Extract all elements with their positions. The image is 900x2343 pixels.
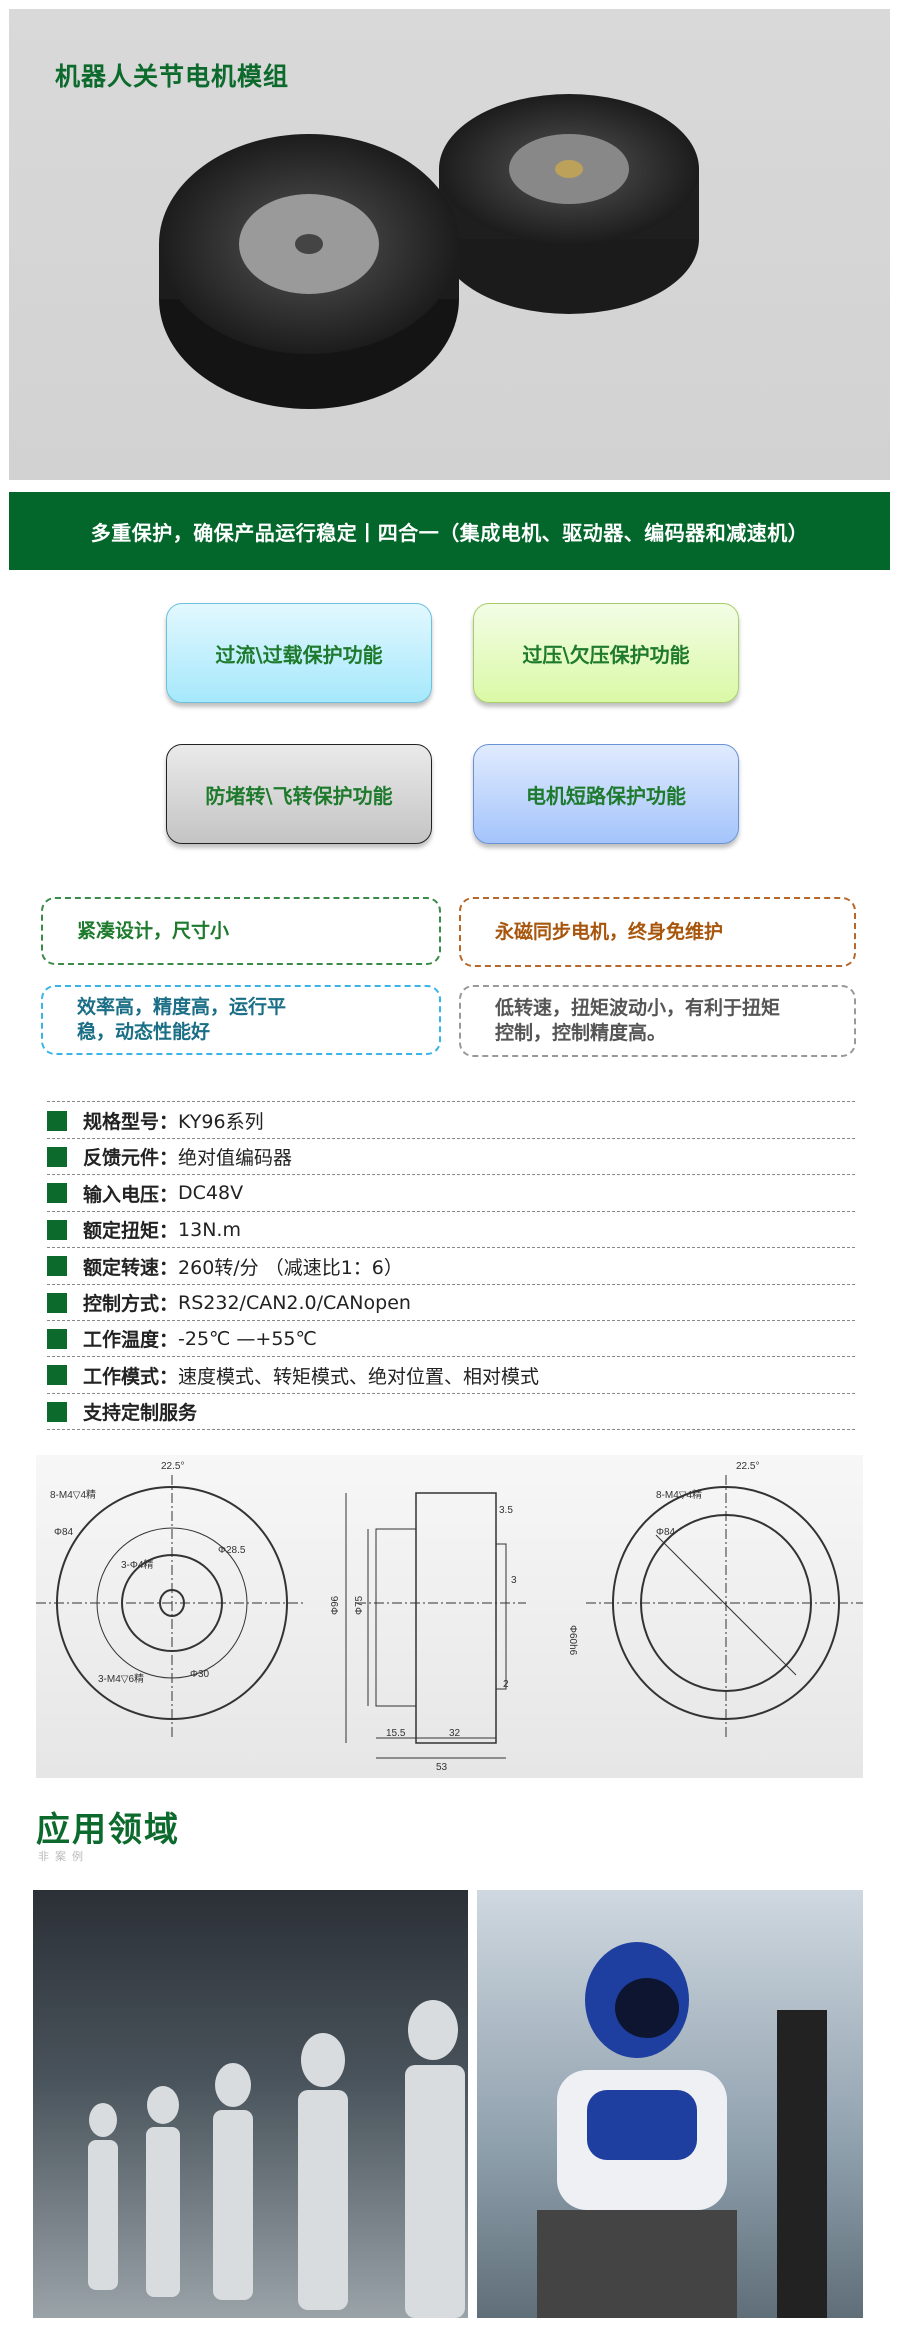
spec-row: 支持定制服务: [47, 1394, 855, 1431]
spec-value: KY96系列: [178, 1111, 264, 1133]
protection-label: 过流\过载保护功能: [215, 642, 383, 667]
section-subtitle: 非案例: [38, 1850, 89, 1863]
dim-d84-front: Φ84: [54, 1527, 74, 1538]
service-robot-photo: [477, 1890, 863, 2318]
spec-divider: [47, 1101, 855, 1102]
spec-value: 13N.m: [178, 1218, 241, 1241]
bullet-square-icon: [47, 1328, 67, 1349]
protection-overcurrent: 过流\过载保护功能: [166, 603, 432, 703]
dim-3holes: 3-Φ4精: [121, 1558, 153, 1571]
spec-row: 额定转速：260转/分 （减速比1：6）: [47, 1249, 855, 1285]
side-view: [345, 1492, 526, 1759]
protection-overvoltage: 过压\欠压保护功能: [473, 603, 739, 703]
dim-32: 32: [449, 1728, 461, 1739]
dim-d30: Φ30: [190, 1669, 210, 1680]
motor-image: [159, 94, 699, 409]
dim-2: 2: [503, 1679, 509, 1690]
dim-angle-front: 22.5°: [161, 1461, 184, 1472]
motor-back: [439, 94, 699, 314]
spec-key: 反馈元件：: [83, 1147, 179, 1170]
dim-d60: Φ60h6: [567, 1625, 578, 1656]
bullet-square-icon: [47, 1219, 67, 1240]
dim-d96: Φ96: [330, 1595, 341, 1615]
dim-angle-back: 22.5°: [736, 1461, 759, 1472]
spec-value: -25℃ —+55℃: [178, 1327, 317, 1350]
dim-holes-front: 8-M4▽4精: [50, 1488, 96, 1501]
protection-label: 防堵转\飞转保护功能: [205, 783, 393, 808]
spec-row: 输入电压：DC48V: [47, 1176, 855, 1212]
dim-d28: Φ28.5: [218, 1545, 246, 1556]
spec-row: 规格型号：KY96系列: [47, 1103, 855, 1139]
spec-value: DC48V: [178, 1182, 244, 1205]
bullet-square-icon: [47, 1183, 67, 1204]
spec-row: 工作模式：速度模式、转矩模式、绝对位置、相对模式: [47, 1358, 855, 1394]
spec-key: 控制方式：: [83, 1293, 179, 1315]
bullet-square-icon: [47, 1110, 67, 1131]
dim-holes-back: 8-M4▽4精: [656, 1488, 702, 1501]
feature-text: 低转速，扭矩波动小，有利于扭矩控制，控制精度高。: [495, 997, 781, 1044]
dim-d75: Φ75: [354, 1595, 365, 1615]
feature-efficiency: 效率高，精度高，运行平稳，动态性能好: [41, 985, 441, 1055]
feature-text: 效率高，精度高，运行平稳，动态性能好: [77, 996, 287, 1043]
protection-label: 过压\欠压保护功能: [522, 642, 690, 667]
feature-text: 永磁同步电机，终身免维护: [495, 920, 724, 943]
dim-3-5: 3.5: [499, 1505, 513, 1516]
spec-row: 工作温度：-25℃ —+55℃: [47, 1321, 855, 1358]
spec-row: 控制方式：RS232/CAN2.0/CANopen: [47, 1285, 855, 1321]
dim-m4: 3-M4▽6精: [98, 1672, 144, 1685]
product-hero: 机器人关节电机模组: [9, 9, 890, 480]
spec-value: 速度模式、转矩模式、绝对位置、相对模式: [178, 1365, 540, 1388]
protection-short-circuit: 电机短路保护功能: [473, 744, 739, 844]
spec-key: 支持定制服务: [83, 1402, 198, 1425]
spec-key: 规格型号：: [83, 1111, 179, 1133]
dim-d84-back: Φ84: [656, 1527, 676, 1538]
spec-key: 额定扭矩：: [83, 1220, 179, 1243]
feature-low-speed: 低转速，扭矩波动小，有利于扭矩控制，控制精度高。: [459, 985, 856, 1057]
spec-value: RS232/CAN2.0/CANopen: [178, 1291, 411, 1314]
dimension-drawing: 22.5° 8-M4▽4精 Φ84 Φ28.5 3-Φ4精 3-M4▽6精 Φ3…: [36, 1455, 863, 1778]
protection-stall: 防堵转\飞转保护功能: [166, 744, 432, 844]
spec-row: 反馈元件：绝对值编码器: [47, 1139, 855, 1176]
spec-row: 额定扭矩：13N.m: [47, 1212, 855, 1249]
spec-key: 工作温度：: [83, 1329, 179, 1352]
dim-15-5: 15.5: [386, 1728, 406, 1739]
dim-53: 53: [436, 1762, 448, 1773]
banner-text: 多重保护，确保产品运行稳定丨四合一（集成电机、驱动器、编码器和减速机）: [90, 520, 809, 545]
product-title: 机器人关节电机模组: [55, 62, 290, 91]
motor-front: [159, 134, 459, 409]
feature-text: 紧凑设计，尺寸小: [77, 919, 230, 942]
bullet-square-icon: [47, 1401, 67, 1422]
bullet-square-icon: [47, 1292, 67, 1313]
bullet-square-icon: [47, 1256, 67, 1277]
spec-value: 260转/分 （减速比1：6）: [178, 1256, 403, 1279]
feature-pmsm: 永磁同步电机，终身免维护: [459, 897, 856, 967]
bullet-square-icon: [47, 1365, 67, 1386]
spec-key: 工作模式：: [83, 1365, 179, 1388]
feature-compact: 紧凑设计，尺寸小: [41, 897, 441, 965]
back-view: [586, 1475, 863, 1740]
section-title: 应用领域: [36, 1810, 180, 1850]
spec-key: 额定转速：: [83, 1256, 179, 1279]
spec-value: 绝对值编码器: [178, 1147, 293, 1170]
spec-key: 输入电压：: [83, 1183, 179, 1206]
feature-banner: 多重保护，确保产品运行稳定丨四合一（集成电机、驱动器、编码器和减速机）: [9, 492, 890, 570]
protection-label: 电机短路保护功能: [526, 783, 686, 808]
front-view: [36, 1475, 306, 1740]
bullet-square-icon: [47, 1146, 67, 1167]
dim-3: 3: [511, 1575, 517, 1586]
humanoid-robots-photo: [33, 1890, 468, 2318]
